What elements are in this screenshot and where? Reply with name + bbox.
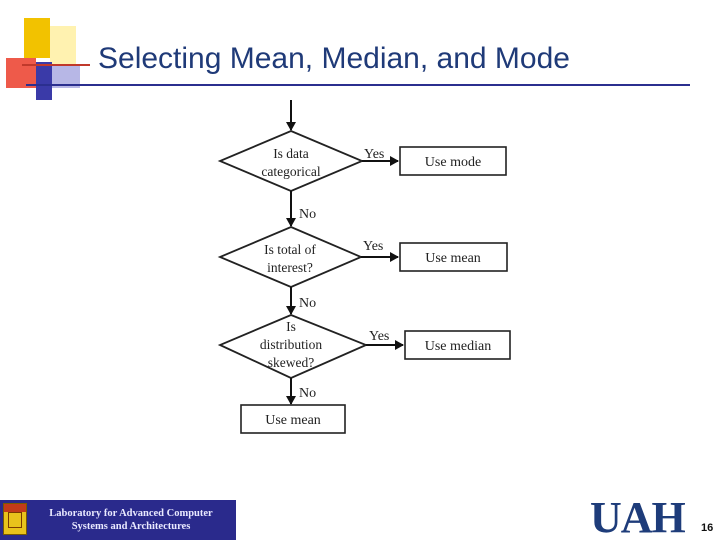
decision-3-line-3: skewed? — [268, 355, 314, 370]
title-underline — [26, 84, 690, 86]
uah-logo: UAH — [590, 493, 686, 542]
lab-name-line-2: Systems and Architectures — [71, 521, 191, 532]
lab-logo — [3, 503, 27, 535]
decision-1-line-2: categorical — [261, 164, 320, 179]
decision-diamond-2 — [217, 226, 364, 288]
slide-title: Selecting Mean, Median, and Mode — [98, 42, 570, 75]
lab-name-line-1: Laboratory for Advanced Computer — [49, 508, 213, 519]
decision-1-line-1: Is data — [273, 146, 309, 161]
outcome-label-2: Use mean — [425, 251, 481, 266]
decision-2-line-1: Is total of — [264, 242, 316, 257]
decision-2-line-2: interest? — [267, 260, 313, 275]
no-label-2: No — [299, 296, 316, 311]
outcome-label-1: Use mode — [425, 155, 481, 170]
yes-label-3: Yes — [369, 329, 389, 344]
no-label-1: No — [299, 207, 316, 222]
decision-diamond-1 — [217, 130, 365, 192]
yes-label-1: Yes — [364, 147, 384, 162]
yes-label-2: Yes — [363, 239, 383, 254]
outcome-box-3 — [404, 330, 511, 360]
decision-3-line-1: Is — [286, 319, 296, 334]
outcome-box-2 — [399, 242, 508, 272]
final-outcome-box — [240, 404, 346, 434]
decision-3-line-2: distribution — [260, 337, 323, 352]
page-number: 16 — [701, 522, 714, 534]
lab-banner — [0, 500, 236, 540]
outcome-label-3: Use median — [425, 339, 491, 354]
final-outcome-label: Use mean — [265, 413, 321, 428]
corner-decoration — [0, 0, 100, 110]
outcome-box-1 — [399, 146, 507, 176]
no-label-3: No — [299, 386, 316, 401]
